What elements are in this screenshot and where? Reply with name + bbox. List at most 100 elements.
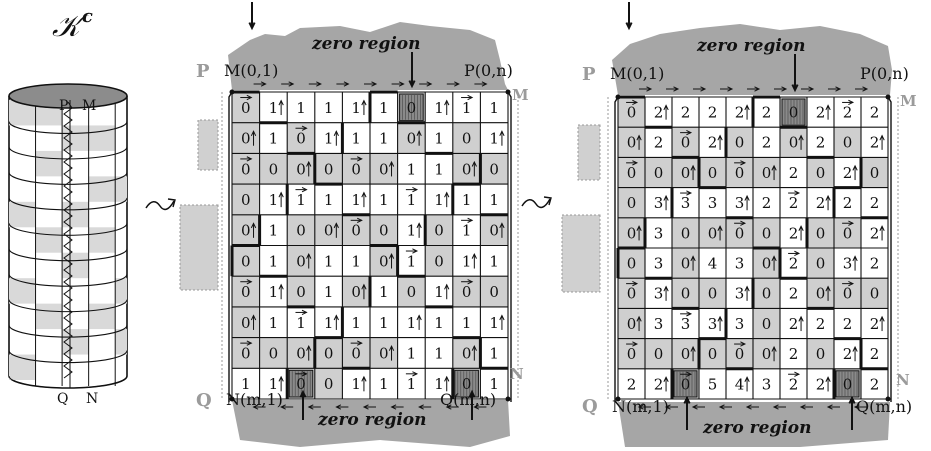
arrow-head (246, 94, 253, 101)
cell-value: 1 (296, 99, 306, 117)
cell-value: 0 (434, 252, 444, 270)
arrow-head (301, 371, 308, 377)
cell-value: 0 (241, 99, 251, 117)
cell-value: 2 (789, 345, 799, 363)
arrow-head (740, 341, 747, 347)
cell-value: 0 (462, 130, 472, 148)
arrow-head (636, 315, 642, 322)
cylinder-cell (9, 201, 36, 228)
cell-arrow (306, 252, 312, 269)
border-arrow-bottom (335, 404, 349, 410)
border-arrow-top (281, 81, 295, 87)
cell-arrow (680, 311, 693, 317)
cell-value: 0 (379, 222, 389, 240)
zero-cell (232, 184, 260, 215)
cylinder-ring (8, 172, 128, 185)
cell-value: 2 (870, 255, 880, 273)
arrow-head (301, 125, 308, 131)
cell-value: 1 (324, 99, 334, 117)
cell-value: 0 (843, 134, 853, 152)
cell-arrow (405, 371, 419, 377)
cell-value: 0 (843, 224, 853, 242)
zero-cell (753, 157, 780, 188)
zero-cell (699, 157, 726, 188)
cell-value: 0 (816, 285, 826, 303)
cell-arrow (295, 371, 308, 377)
cell-value: 0 (681, 375, 691, 393)
cell-arrow (333, 222, 339, 238)
squiggle-path (521, 198, 551, 209)
border-arrow-bottom (691, 404, 705, 410)
arrow-head (412, 248, 419, 254)
cell-arrow (717, 134, 723, 150)
border-arrow-top (639, 86, 653, 92)
cell-arrow (798, 134, 804, 150)
zero-cell (287, 276, 315, 307)
cell-value: 1 (324, 283, 334, 301)
cell-value: 0 (296, 283, 306, 301)
arrow-head (408, 80, 416, 89)
region-arrow (299, 389, 307, 420)
zero-cell (861, 157, 888, 188)
cell-value: 0 (789, 134, 799, 152)
border-arrow-bottom (390, 404, 404, 410)
cell-arrow (461, 94, 474, 101)
cell-value: 2 (843, 194, 853, 212)
cell-arrow (499, 314, 505, 330)
cell-value: 1 (379, 314, 389, 332)
arrow-head (343, 81, 350, 87)
cell-arrow (825, 376, 831, 392)
arrow-head (744, 376, 750, 382)
cell-arrow (636, 134, 642, 150)
cell-value: 0 (241, 252, 251, 270)
panel2-zero-region-bottom: zero region (703, 418, 812, 438)
cell-arrow (416, 314, 422, 330)
arrow-head (848, 99, 855, 106)
cell-value: 0 (351, 222, 361, 240)
cell-value: 1 (269, 283, 279, 301)
arrow-head (700, 86, 707, 92)
cell-arrow (879, 225, 885, 241)
arrow-head (632, 341, 639, 347)
border-arrow-bottom (362, 404, 376, 410)
squiggle-head (167, 198, 176, 208)
cell-value: 3 (654, 315, 664, 333)
zero-cell (370, 214, 398, 246)
zero-cell (807, 338, 834, 369)
arrow-head (826, 404, 833, 410)
cell-value: 1 (379, 375, 389, 393)
side-tab (577, 124, 601, 181)
cell-arrow (798, 315, 804, 332)
zero-cell (287, 245, 315, 277)
arrow-head (416, 314, 422, 321)
cell-value: 2 (654, 375, 664, 393)
cell-arrow (690, 164, 696, 181)
arrow-head (798, 134, 804, 141)
panel2-zero-region-top: zero region (697, 36, 806, 56)
cell-value: 0 (241, 160, 251, 178)
zero-cell (370, 245, 398, 277)
arrow-head (632, 160, 639, 166)
arrow-head (740, 160, 747, 166)
arrow-head (717, 225, 723, 231)
panel2-corner-m: M(0,1) (610, 64, 665, 83)
arrow-head (250, 130, 257, 137)
zero-cell (753, 308, 780, 339)
arrow-head (825, 194, 831, 201)
cell-value: 0 (789, 104, 799, 122)
cell-value: 0 (627, 345, 637, 363)
cell-arrow (306, 160, 312, 177)
panel2-side-n: N (896, 371, 910, 389)
cell-arrow (744, 104, 750, 120)
arrow-head (632, 281, 639, 287)
cylinder-ring (8, 197, 128, 211)
zero-cell (672, 248, 699, 279)
arrow-head (717, 315, 723, 322)
zero-cell (342, 276, 370, 307)
arrow-head (361, 191, 367, 198)
cylinder (8, 83, 128, 389)
cell-arrow (350, 156, 363, 162)
cell-arrow (788, 371, 801, 377)
cell-value: 2 (843, 164, 853, 182)
